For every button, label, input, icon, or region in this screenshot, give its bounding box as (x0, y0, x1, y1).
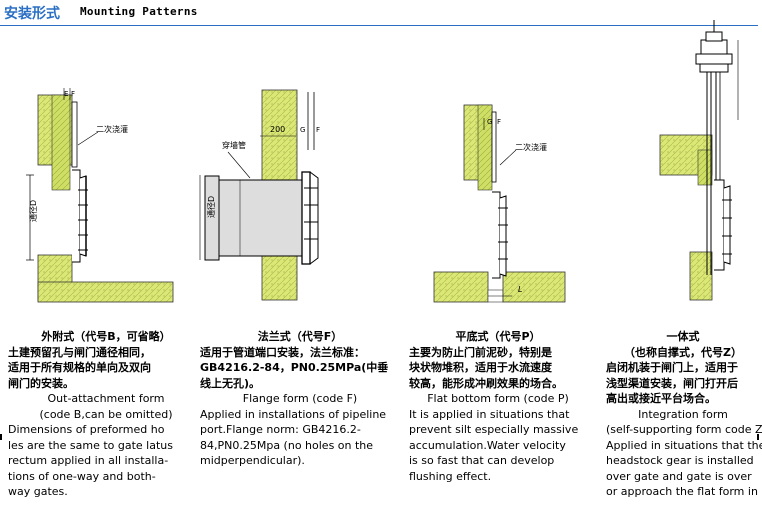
svg-text:G: G (487, 118, 492, 126)
dim-200-label: 200 (270, 125, 285, 134)
edge-mark (0, 434, 2, 440)
svg-text:F: F (497, 118, 501, 126)
svg-text:F: F (71, 90, 75, 98)
svg-text:G: G (300, 126, 305, 134)
diagram-out-attachment: 通径D E F 二次浇灌 (26, 88, 174, 303)
column-out-attachment: 外附式（代号B，可省略） 土建预留孔与闸门通径相同， 适用于所有规格的单向及双向… (8, 329, 204, 500)
column-title: 法兰式（代号F） (257, 330, 343, 343)
column-title: 外附式（代号B，可省略） (41, 330, 171, 343)
edge-mark (757, 434, 759, 440)
svg-text:二次浇灌: 二次浇灌 (515, 142, 547, 152)
mounting-diagrams: 通径D E F 二次浇灌 200 G F 穿墙管 通径D (26, 20, 739, 303)
diagram-flat-bottom: G F 二次浇灌 L (433, 104, 566, 303)
pipe-through-wall-label: 穿墙管 (222, 140, 246, 150)
column-title: 一体式 (666, 330, 700, 343)
column-flange: 法兰式（代号F） 适用于管道端口安装，法兰标准： GB4216.2-84，PN0… (200, 329, 400, 469)
column-title: 平底式（代号P） (455, 330, 541, 343)
diagram-integration (659, 20, 739, 301)
svg-text:E: E (64, 90, 68, 98)
column-flat-bottom: 平底式（代号P） 主要为防止门前泥砂，特别是 块状物堆积，适用于水流速度 较高，… (409, 329, 587, 484)
column-integration: 一体式 （也称自撑式，代号Z） 启闭机装于闸门上，适用于 浅型渠道安装，闸门打开… (606, 330, 762, 498)
dn-label: 通径D (28, 200, 38, 222)
header-title-cn: 安装形式 (4, 6, 60, 22)
svg-text:F: F (316, 126, 320, 134)
svg-text:通径D: 通径D (206, 196, 216, 218)
diagram-flange: 200 G F 穿墙管 通径D (199, 89, 320, 301)
header-title-en: Mounting Patterns (80, 5, 198, 18)
second-grouting-label: 二次浇灌 (96, 124, 128, 134)
svg-text:L: L (518, 285, 522, 294)
header-divider (0, 25, 758, 26)
